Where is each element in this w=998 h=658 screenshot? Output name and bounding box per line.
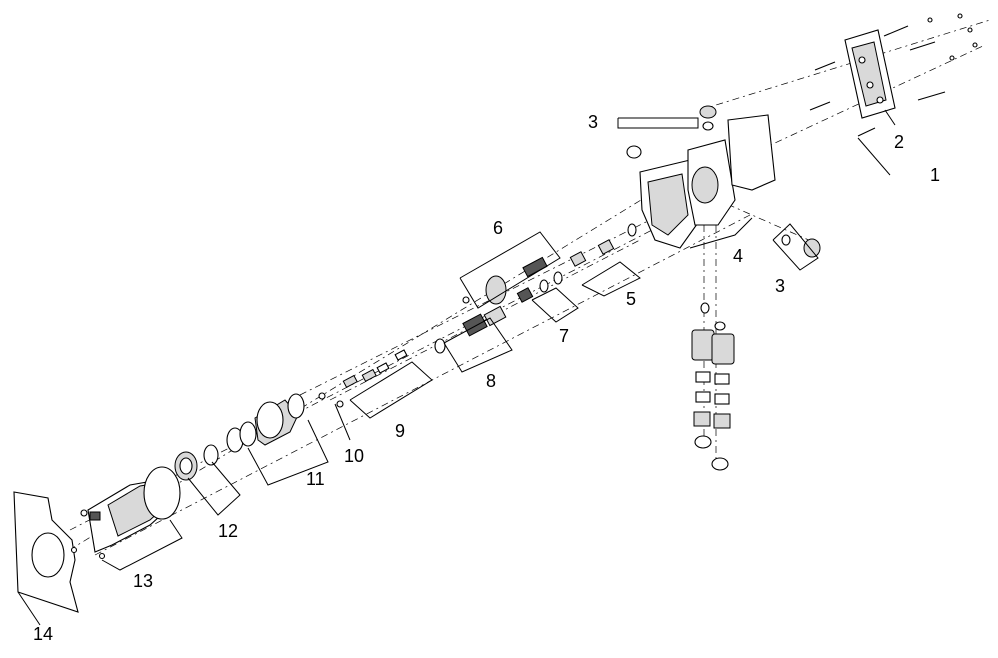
callout-3-right: 3: [775, 276, 785, 296]
callout-7: 7: [559, 326, 569, 346]
callout-13: 13: [133, 571, 153, 591]
callout-2: 2: [894, 132, 904, 152]
callout-8: 8: [486, 371, 496, 391]
callout-6: 6: [493, 218, 503, 238]
callout-14: 14: [33, 624, 53, 644]
cap-part-12: [174, 444, 219, 481]
cartridge-part-11: [226, 393, 305, 453]
cover-assembly-part-13: [70, 466, 181, 560]
outlet-fittings-stack: [691, 302, 735, 471]
plug-part-3-right: [781, 234, 821, 258]
callout-leaders: [17, 109, 896, 626]
callout-11: 11: [306, 469, 325, 489]
callout-9: 9: [395, 421, 405, 441]
seat-part-5: [569, 223, 637, 267]
callout-4: 4: [733, 246, 743, 266]
callout-1: 1: [930, 165, 940, 185]
wall-plate-part-14: [13, 491, 79, 613]
callout-3-top: 3: [588, 112, 598, 132]
assembly-axes: [39, 19, 991, 569]
washer-part-7: [516, 271, 563, 303]
screws-part-1: [809, 13, 978, 137]
plug-part-3-top: [699, 105, 717, 131]
bonnet-parts-9-10: [318, 349, 408, 408]
valve-body-part-4: [626, 114, 776, 249]
callout-5: 5: [626, 289, 636, 309]
adapter-part-6: [462, 256, 548, 305]
stem-part-8: [434, 305, 507, 354]
callout-labels: 1 2 3 3 4 5 6 7 8 9 10 11 12 13 14: [33, 112, 940, 644]
mounting-bracket-part-2: [844, 29, 896, 119]
callout-12: 12: [218, 521, 238, 541]
callout-10: 10: [344, 446, 364, 466]
